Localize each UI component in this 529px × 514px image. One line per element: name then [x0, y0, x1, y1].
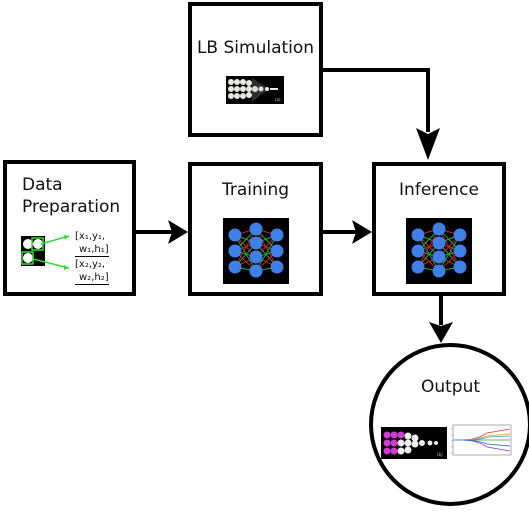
training-neural-network-icon — [223, 218, 289, 284]
neuron-node — [411, 244, 425, 258]
box1-coords-line2: w₁,h₁] — [75, 243, 109, 257]
output-plot-image — [451, 424, 512, 456]
neuron-node — [432, 264, 446, 278]
bounding-box-illustration: , — [11, 235, 107, 294]
particle-flow-image: (a) — [226, 76, 284, 104]
svg-text:(b): (b) — [437, 452, 443, 457]
box2-coords-line1: [x₂,y₂, — [75, 259, 106, 270]
box1-coords-line1: [x₁,y₁, — [75, 231, 106, 242]
output-particle-image: (b) — [381, 427, 447, 459]
arrowhead-output — [429, 322, 453, 343]
lb-simulation-label: LB Simulation — [196, 38, 315, 58]
neuron-node — [228, 244, 242, 258]
box2-coords-line2: w₂,h₂] — [75, 271, 109, 285]
neuron-node — [453, 228, 467, 242]
neuron-node — [249, 236, 263, 250]
inference-neural-network-icon — [406, 218, 472, 284]
neuron-node — [432, 236, 446, 250]
neuron-node — [432, 222, 446, 236]
neuron-node — [453, 260, 467, 274]
arrowhead-inference-top — [416, 128, 440, 160]
arrowhead-inference-left — [352, 220, 372, 244]
neuron-node — [249, 250, 263, 264]
neuron-node — [411, 228, 425, 242]
neuron-node — [270, 228, 284, 242]
data-preparation-label: Data Preparation — [22, 174, 120, 218]
inference-box: Inference — [372, 162, 506, 296]
neuron-node — [270, 244, 284, 258]
neuron-node — [249, 222, 263, 236]
neuron-node — [411, 260, 425, 274]
neuron-node — [228, 228, 242, 242]
training-label: Training — [221, 180, 290, 200]
svg-text:(a): (a) — [275, 97, 281, 102]
neuron-node — [249, 264, 263, 278]
training-box: Training — [188, 162, 323, 296]
data-preparation-label-line1: Data — [22, 175, 63, 195]
box1-coords: [x₁,y₁, w₁,h₁] — [75, 230, 109, 257]
neuron-node — [432, 250, 446, 264]
arrowhead-training — [168, 220, 188, 244]
box2-coords: [x₂,y₂, w₂,h₂] — [75, 258, 109, 285]
neuron-node — [228, 260, 242, 274]
neuron-node — [453, 244, 467, 258]
data-preparation-label-line2: Preparation — [22, 197, 121, 217]
output-circle: Output (b) — [369, 343, 529, 506]
arrow-lb-to-inference — [323, 68, 430, 132]
lb-simulation-box: LB Simulation (a) — [188, 2, 323, 137]
data-preparation-box: Data Preparation , [x₁,y₁, w₁,h₁] [x₂,y₂… — [3, 160, 136, 296]
neuron-node — [270, 260, 284, 274]
output-label: Output — [420, 377, 481, 397]
inference-label: Inference — [399, 180, 479, 200]
lb-simulation-thumbnail: (a) — [226, 76, 284, 104]
